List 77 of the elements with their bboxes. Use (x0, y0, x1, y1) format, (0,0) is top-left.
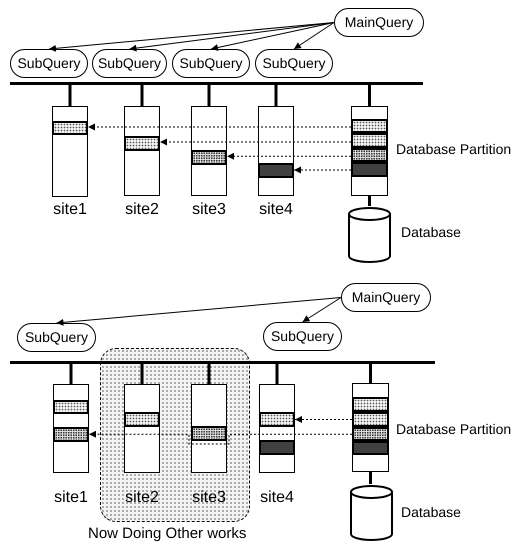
node-label: site4 (258, 201, 294, 219)
site-column (258, 106, 294, 196)
site-column (53, 384, 89, 473)
dotted-arrow (160, 138, 352, 146)
bus-tap (68, 84, 72, 106)
dotted-arrow (294, 166, 352, 174)
partition-band (351, 148, 388, 162)
node-label: site1 (53, 489, 89, 507)
node-label: Database Partition (396, 140, 512, 158)
partition-band (52, 121, 88, 135)
partition-band (124, 136, 160, 151)
dotted-arrow (88, 430, 352, 444)
partition-band (351, 162, 388, 177)
partition-stack (351, 106, 388, 196)
site-column (124, 106, 160, 196)
node-label: site1 (52, 201, 88, 219)
connector-line (369, 472, 372, 484)
arrow (302, 297, 342, 322)
dotted-arrow (88, 124, 352, 130)
bus-tap (276, 364, 278, 384)
partition-band (124, 412, 160, 427)
partition-band (191, 426, 227, 441)
group-caption: Now Doing Other works (88, 525, 246, 543)
site-column (191, 106, 227, 196)
dotted-arrow (226, 152, 352, 160)
node-label: site4 (259, 489, 295, 507)
database-cylinder (347, 206, 392, 264)
partition-band (352, 427, 389, 441)
connector-line (368, 196, 371, 206)
query-pill: SubQuery (172, 49, 250, 78)
site-column (191, 384, 227, 473)
node-label: Database (401, 503, 461, 521)
partition-band (191, 150, 227, 165)
bus-tap (368, 84, 371, 106)
query-pill: SubQuery (255, 49, 333, 78)
query-pill: MainQuery (334, 8, 424, 37)
node-label: site2 (124, 489, 160, 507)
partition-band (351, 119, 388, 133)
partition-band (259, 412, 295, 427)
site-column (52, 106, 88, 197)
bus-tap (208, 84, 210, 106)
dotted-arrow (294, 416, 352, 423)
query-pill: SubQuery (10, 49, 88, 78)
query-pill: SubQuery (17, 323, 96, 352)
partition-band (53, 400, 89, 414)
bus-tap (208, 364, 210, 384)
node-label: site2 (124, 201, 160, 219)
bus-tap (274, 84, 278, 106)
node-label: Database Partition (396, 420, 512, 438)
partition-band (352, 412, 389, 427)
node-label: Database (401, 223, 461, 241)
query-pill: MainQuery (341, 283, 431, 312)
bus-tap (140, 364, 144, 384)
query-pill: SubQuery (92, 49, 167, 78)
arrow (48, 22, 334, 52)
database-cylinder (349, 484, 394, 542)
arrow (294, 22, 334, 50)
node-label: site3 (191, 489, 227, 507)
partition-band (258, 163, 294, 178)
arrow (210, 22, 334, 51)
node-label: site3 (191, 201, 227, 219)
bus-tap (369, 364, 372, 383)
partition-band (351, 133, 388, 148)
partition-band (53, 427, 89, 442)
bus-tap (70, 364, 72, 384)
site-column (259, 384, 295, 473)
partition-band (352, 441, 389, 455)
network-bus (10, 360, 435, 364)
partition-stack (352, 383, 389, 472)
bus-tap (140, 84, 144, 106)
network-bus (10, 82, 423, 84)
site-column (124, 384, 160, 473)
arrow (129, 22, 334, 52)
partition-band (259, 440, 295, 455)
partition-band (352, 397, 389, 412)
query-pill: SubQuery (263, 322, 342, 351)
arrow (56, 297, 342, 326)
